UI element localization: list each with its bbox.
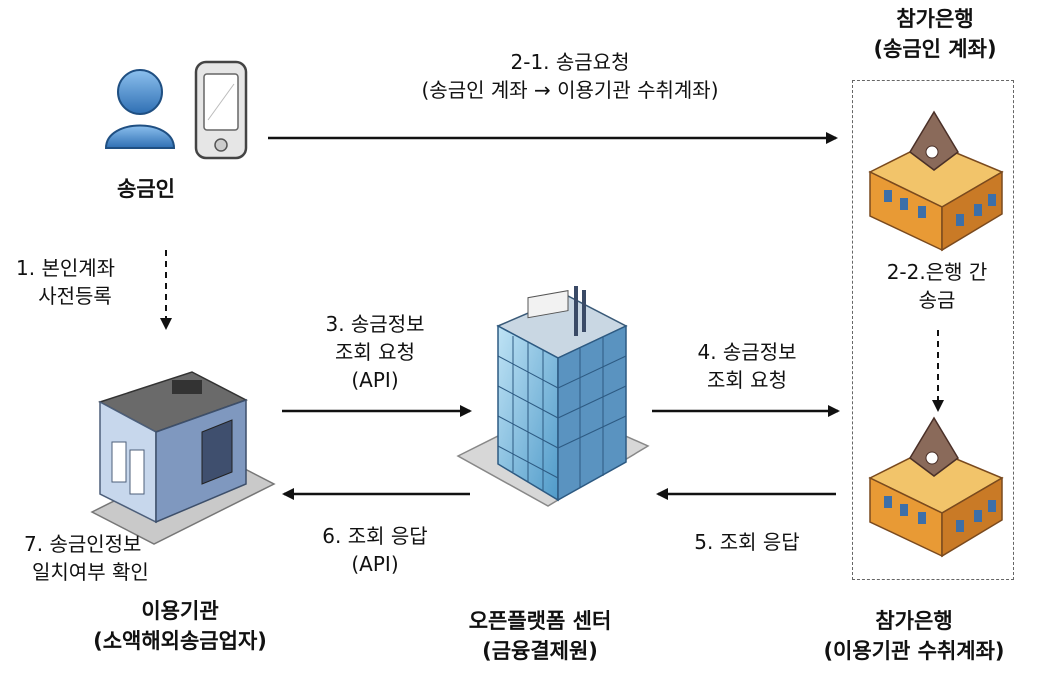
step-1-line1: 1. 본인계좌: [16, 256, 116, 280]
step-1-line2: 사전등록: [38, 284, 112, 308]
warehouse-building-icon: [90, 371, 276, 545]
institution-label-line1: 이용기관: [141, 599, 219, 623]
bank-bottom-label: 참가은행 (이용기관 수취계좌): [770, 606, 1058, 666]
step-5-label: 5. 조회 응답: [694, 530, 800, 554]
step-4-line1: 4. 송금정보: [697, 340, 797, 364]
step-6-label: 6. 조회 응답 (API): [290, 522, 460, 578]
step-7-label: 7. 송금인정보 일치여부 확인: [24, 530, 224, 586]
step-6-line2: (API): [351, 552, 399, 576]
step-4-label: 4. 송금정보 조회 요청: [662, 338, 832, 394]
step-2-1-line1: 2-1. 송금요청: [510, 50, 630, 74]
center-label-line1: 오픈플랫폼 센터: [468, 609, 612, 633]
bank-top-label-line2: (송금인 계좌): [873, 37, 997, 61]
step-7-line1: 7. 송금인정보: [24, 532, 142, 556]
office-tower-icon: [456, 286, 650, 507]
bank-building-icon: [868, 416, 1004, 558]
step-2-1-line2: (송금인 계좌 → 이용기관 수취계좌): [421, 78, 719, 102]
step-3-line2: 조회 요청: [335, 340, 415, 364]
bank-bottom-label-line1: 참가은행: [875, 609, 953, 633]
bank-top-label-line1: 참가은행: [896, 7, 974, 31]
bank-building-icon: [868, 110, 1004, 252]
institution-label: 이용기관 (소액해외송금업자): [40, 596, 320, 656]
step-2-2-line2: 송금: [918, 288, 956, 312]
center-label-line2: (금융결제원): [482, 639, 598, 663]
person-icon: [104, 69, 176, 149]
bank-top-label: 참가은행 (송금인 계좌): [840, 4, 1030, 64]
sender-label: 송금인: [117, 177, 175, 201]
step-3-line3: (API): [351, 368, 399, 392]
step-4-line2: 조회 요청: [707, 368, 787, 392]
step-3-line1: 3. 송금정보: [325, 312, 425, 336]
mobile-phone-icon: [194, 60, 248, 160]
institution-label-line2: (소액해외송금업자): [93, 629, 267, 653]
step-2-1-label: 2-1. 송금요청 (송금인 계좌 → 이용기관 수취계좌): [360, 48, 780, 104]
bank-bottom-label-line2: (이용기관 수취계좌): [823, 639, 1005, 663]
step-1-label: 1. 본인계좌 사전등록: [16, 254, 156, 310]
participating-bank-group-box: [852, 80, 1014, 580]
center-label: 오픈플랫폼 센터 (금융결제원): [420, 606, 660, 666]
step-2-2-label: 2-2.은행 간 송금: [862, 258, 1012, 314]
step-6-line1: 6. 조회 응답: [322, 524, 428, 548]
step-3-label: 3. 송금정보 조회 요청 (API): [290, 310, 460, 394]
step-7-line2: 일치여부 확인: [32, 560, 149, 584]
step-2-2-line1: 2-2.은행 간: [886, 260, 988, 284]
